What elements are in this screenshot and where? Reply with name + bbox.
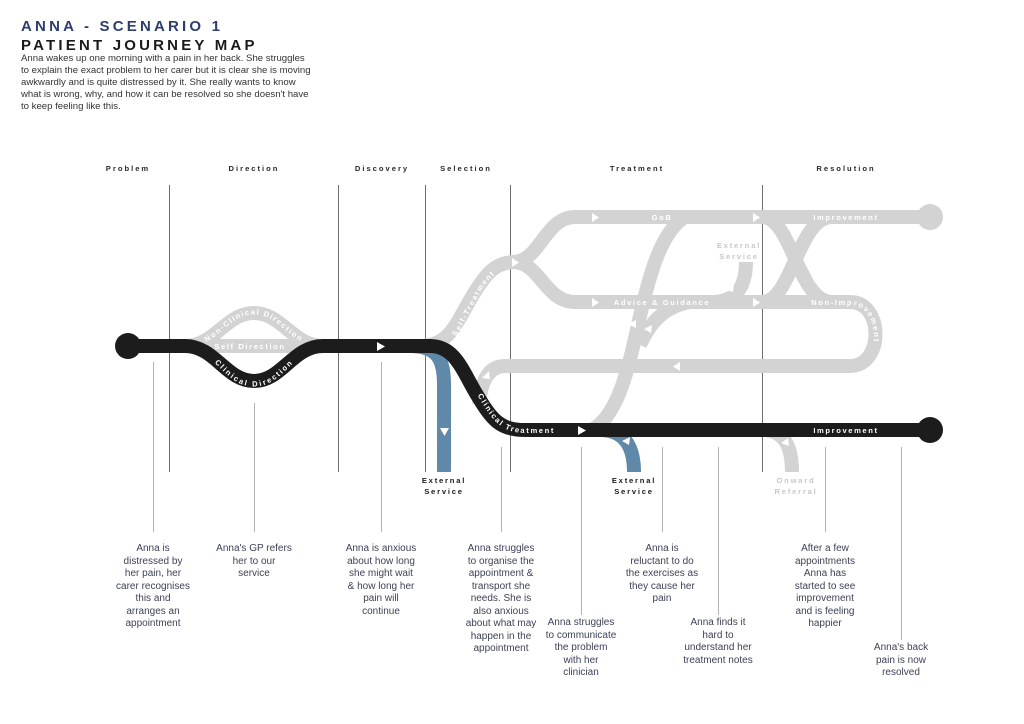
route-external-service-self — [711, 261, 753, 309]
event-selection: Anna struggles to organise the appointme… — [465, 543, 537, 654]
arrow-down-right-icon — [781, 438, 789, 446]
event-treatment-exercises: Anna is reluctant to do the exercises as… — [625, 543, 699, 604]
end-node-grey — [917, 204, 943, 230]
event-treatment-communicate: Anna struggles to communicate the proble… — [545, 617, 617, 678]
event-resolution-improvement: After a few appointments Anna has starte… — [794, 543, 856, 629]
label-external-service-self-line1: External — [717, 241, 761, 250]
page-title: PATIENT JOURNEY MAP — [21, 37, 258, 54]
label-advice-guidance: Advice & Guidance — [614, 298, 710, 307]
label-self-treatment: Self-Treatment — [450, 269, 497, 338]
arrow-right-icon — [753, 298, 760, 307]
event-resolution-resolved: Anna's back pain is now resolved — [873, 642, 929, 678]
arrow-right-icon — [592, 298, 599, 307]
stage-problem: Problem — [106, 164, 150, 173]
route-cross-up — [760, 210, 834, 309]
route-advice-guidance — [472, 255, 883, 405]
arrow-down-left-icon — [628, 320, 636, 328]
route-clinical-pathway — [128, 339, 930, 437]
label-external-service-discovery-line2: Service — [424, 487, 464, 496]
label-external-service-discovery-line1: External — [422, 476, 466, 485]
event-discovery: Anna is anxious about how long she might… — [345, 543, 417, 617]
arrow-right-icon — [578, 426, 586, 435]
label-onward-referral-line2: Referral — [774, 487, 817, 496]
arrow-left-icon — [673, 362, 680, 371]
label-external-service-treatment-line1: External — [612, 476, 656, 485]
arrow-down-icon — [440, 428, 449, 436]
label-external-service-treatment-line2: Service — [614, 487, 654, 496]
arrow-right-icon — [377, 342, 385, 351]
route-advice-to-clinical — [633, 295, 692, 349]
event-pointers — [153, 362, 902, 640]
event-problem: Anna is distressed by her pain, her care… — [116, 543, 190, 629]
label-self-direction: Self Direction — [214, 342, 285, 351]
route-non-clinical-direction — [184, 305, 324, 353]
scenario-title: ANNA - SCENARIO 1 — [21, 18, 224, 35]
route-gob-to-clinical — [588, 211, 690, 437]
event-treatment-notes: Anna finds it hard to understand her tre… — [683, 617, 753, 666]
label-improvement-upper: Improvement — [813, 213, 878, 222]
stage-selection: Selection — [440, 164, 492, 173]
arrow-right-icon — [753, 213, 760, 222]
label-gob: GoB — [652, 213, 673, 222]
label-clinical-treatment-text: Clinical Treatment — [476, 392, 554, 435]
main-route — [115, 333, 943, 443]
arrow-down-left-icon — [622, 437, 630, 445]
route-external-service-discovery — [409, 339, 451, 472]
label-external-service-self-line2: Service — [719, 252, 759, 261]
label-improvement-main: Improvement — [813, 426, 878, 435]
stage-discovery: Discovery — [355, 164, 409, 173]
stage-resolution: Resolution — [816, 164, 875, 173]
arrow-down-left-icon — [644, 325, 652, 333]
label-onward-referral-line1: Onward — [776, 476, 815, 485]
event-direction: Anna's GP refers her to our service — [216, 543, 292, 579]
stage-treatment: Treatment — [610, 164, 664, 173]
start-node — [115, 333, 141, 359]
stage-direction: Direction — [229, 164, 280, 173]
stage-labels: Problem Direction Discovery Selection Tr… — [106, 164, 875, 173]
scenario-description: Anna wakes up one morning with a pain in… — [21, 53, 311, 112]
direction-arrows — [377, 213, 789, 446]
end-node — [917, 417, 943, 443]
label-clinical-treatment: Clinical Treatment — [476, 392, 555, 435]
arrow-up-right-icon — [726, 284, 734, 292]
arrow-right-icon — [512, 258, 519, 267]
arrow-right-icon — [592, 213, 599, 222]
arrow-up-left-icon — [482, 371, 490, 379]
label-self-treatment-text: Self-Treatment — [450, 269, 495, 338]
